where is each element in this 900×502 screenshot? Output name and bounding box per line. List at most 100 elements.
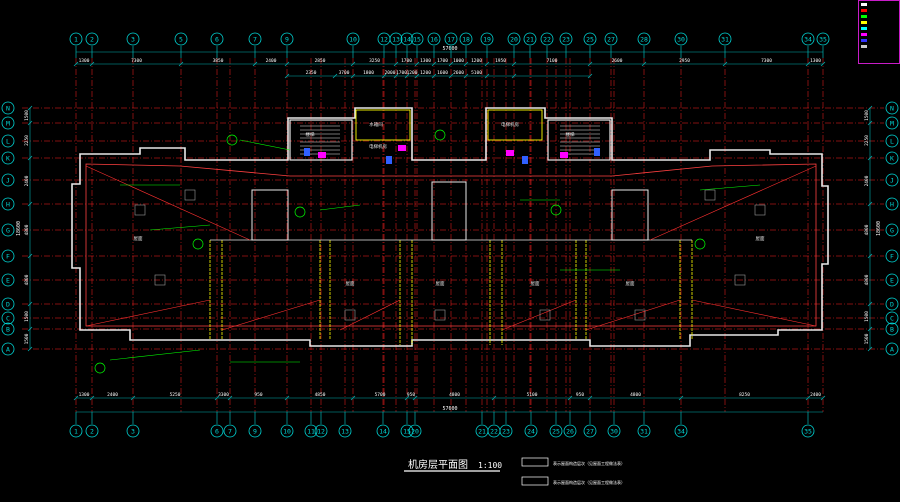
grid-bubble-right [885,134,899,148]
grid-bubble-label: 2 [90,36,94,44]
grid-bubble-top [523,32,537,46]
grid-bubble-right [885,223,899,237]
room-label: 屋面 [756,236,765,242]
grid-bubble-top [126,32,140,46]
dim-top-inner-tick [448,73,454,79]
dim-top-inner-text: 3700 [339,70,350,76]
dim-bottom-text: 5100 [527,392,538,398]
dim-left-tick [27,201,33,207]
dim-top-inner-tick [393,73,399,79]
grid-bubble-label: 14 [379,428,387,436]
detail-bubble [694,238,706,250]
roof-slope-line [339,299,401,331]
shaft-left [251,189,289,241]
grid-bubble-bottom [408,424,422,438]
grid-bubble-label: 10 [283,428,291,436]
grid-bubble-label: 13 [392,36,400,44]
grid-bubble-label: 1 [74,428,78,436]
equipment-mark [594,148,600,156]
legend-row [861,8,897,13]
grid-bubble-bottom [85,424,99,438]
equipment-mark [318,152,326,158]
dim-bottom-tick [412,395,418,401]
dim-top-text: 1300 [810,58,821,64]
dim-top-inner-tick [414,73,420,79]
grid-axes [22,58,884,412]
equipment-mark [386,156,392,164]
grid-bubble-label: 26 [566,428,574,436]
roof-drain [634,309,646,321]
grid-bubble-label: 14 [403,36,411,44]
grid-bubble-label: 6 [215,36,219,44]
note-leader [319,204,361,211]
dim-bottom-tick [73,395,79,401]
dim-right-text: 4800 [864,224,870,235]
dim-left-total: 18600 [16,221,22,236]
grid-bubble-left [1,116,15,130]
dim-bottom-text: 950 [407,392,415,398]
dim-bottom-tick [350,395,356,401]
grid-bubble-left [1,297,15,311]
grid-bubble-top [427,32,441,46]
legend-row [861,32,897,37]
dim-top-tick [393,61,399,67]
grid-bubble-label: A [890,346,894,354]
grid-bubble-label: 28 [640,36,648,44]
grid-bubble-top [444,32,458,46]
dim-top-inner-tick [350,73,356,79]
grid-bubble-label: 10 [349,36,357,44]
grid-bubble-right [885,151,899,165]
grid-bubble-bottom [314,424,328,438]
grid-bubble-label: D [890,301,894,309]
grid-bubble-bottom [248,424,262,438]
grid-bubble-label: H [890,201,894,209]
dim-top-tick [587,61,593,67]
shaft-right [611,189,649,241]
grid-bubble-right [885,197,899,211]
dim-top-inner-text: 1200 [420,70,431,76]
grid-bubble-label: 3 [131,428,135,436]
room-label: 电梯机房 [369,143,387,150]
grid-bubble-top [559,32,573,46]
dim-top-tick [511,61,517,67]
grid-bubble-label: 31 [721,36,729,44]
grid-bubble-label: J [6,177,10,185]
dim-bottom-tick [89,395,95,401]
dim-left-tick [27,253,33,259]
dim-bottom-tick [214,395,220,401]
dim-left-tick [27,301,33,307]
grid-bubble-label: M [6,120,10,128]
grid-bubble-bottom [223,424,237,438]
detail-bubble [550,204,562,216]
dim-top-tick [484,61,490,67]
grid-bubble-top [69,32,83,46]
dim-top-tick [350,61,356,67]
dim-right-text: 1500 [864,110,870,121]
dim-top-tick [722,61,728,67]
dim-bottom-tick [678,395,684,401]
building-outline [71,107,829,347]
grid-bubble-label: 9 [285,36,289,44]
dim-bottom-text: 3300 [218,392,229,398]
grid-bubble-label: 20 [411,428,419,436]
grid-bubble-right [885,116,899,130]
dim-top-tick [820,61,826,67]
grid-bubble-label: 27 [607,36,615,44]
roof-drain [184,189,196,201]
dim-right-text: 4800 [864,274,870,285]
dim-bottom-tick [130,395,136,401]
dim-left-tick [27,326,33,332]
grid-bubble-bottom [549,424,563,438]
title-block: 机房层平面图 1:100 表示屋面构造层次（见屋面工程做法表） 表示屋面构造层次… [404,457,625,486]
legend-row [861,2,897,7]
detail-bubble [94,362,106,374]
room-label: 屋面 [436,281,445,287]
grid-bubble-top [637,32,651,46]
dim-bottom-text: 950 [254,392,262,398]
legend-swatch [861,3,867,6]
dim-top-inner-tick [463,73,469,79]
dim-bottom-tick [805,395,811,401]
dim-bottom-text: 950 [576,392,584,398]
grid-bubble-label: 34 [804,36,812,44]
